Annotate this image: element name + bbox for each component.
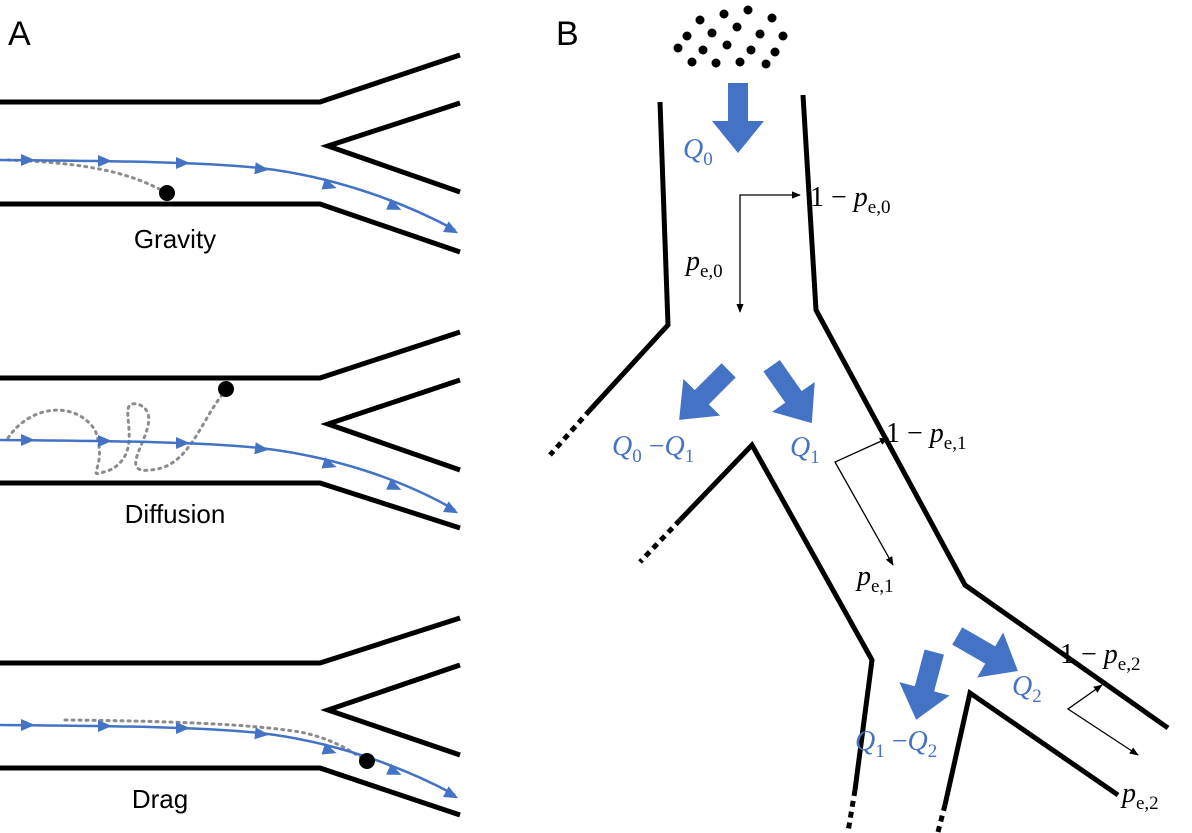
streamline [0, 438, 456, 512]
flow-arrow-q0-minus-q1 [679, 363, 736, 420]
label-q2: Q2 [1012, 671, 1042, 707]
label-pe1: pe,1 [855, 561, 894, 597]
label-q1-minus-q2: Q1 −Q2 [855, 726, 937, 762]
drag-panel: Drag [0, 615, 461, 818]
particle [218, 381, 234, 397]
flow-arrow-q0 [712, 83, 764, 153]
split-arrow-1 [834, 437, 894, 566]
label-q0-minus-q1: Q0 −Q1 [612, 431, 694, 467]
branch-wall-inner [678, 440, 875, 791]
label-one-minus-pe1: 1 − pe,1 [886, 418, 966, 454]
airway-wall-lower [0, 201, 461, 255]
flow-arrow-q1 [763, 360, 815, 424]
label-pe2: pe,2 [1120, 778, 1159, 814]
airway-continuation [548, 408, 592, 457]
mechanism-label-diffusion: Diffusion [125, 499, 226, 529]
airway-wall-upper [0, 52, 461, 105]
airway-carina [320, 662, 461, 758]
mechanism-label-drag: Drag [132, 784, 188, 814]
panel-b-label: B [556, 15, 579, 53]
flow-arrow-q1-minus-q2 [899, 649, 950, 720]
mechanism-label-gravity: Gravity [134, 224, 216, 254]
particle-trajectory [6, 388, 228, 476]
airway-wall-upper [0, 329, 461, 381]
airway-wall-lower [0, 480, 461, 531]
streamline [0, 158, 456, 232]
streamline [0, 723, 456, 797]
label-pe0: pe,0 [684, 246, 723, 282]
airway-continuation [935, 804, 948, 833]
label-q0: Q0 [683, 134, 713, 170]
probability-arrows [736, 191, 1139, 756]
probability-labels: 1 − pe,0 pe,0 1 − pe,1 pe,1 1 − pe,2 pe,… [684, 182, 1159, 814]
particle [159, 185, 175, 201]
flow-labels: Q0 Q0 −Q1 Q1 Q1 −Q2 Q2 [612, 134, 1042, 762]
label-one-minus-pe0: 1 − pe,0 [810, 182, 890, 218]
particle-trajectory [63, 718, 370, 764]
split-arrow-0 [736, 191, 801, 313]
label-q1: Q1 [790, 432, 820, 468]
flow-arrow-q2 [952, 627, 1018, 678]
branch-wall-lower [942, 688, 1120, 806]
airway-wall-upper [0, 615, 461, 666]
flow-arrows [679, 83, 1018, 720]
diffusion-panel: Diffusion [0, 329, 461, 531]
label-one-minus-pe2: 1 − pe,2 [1060, 639, 1140, 675]
trachea-wall-left [588, 101, 671, 412]
particle-trajectory [6, 158, 167, 194]
airway-carina [320, 100, 461, 195]
particle [359, 753, 375, 769]
airway-wall-lower [0, 765, 461, 818]
airway-carina [320, 377, 461, 473]
airway-continuation [845, 789, 858, 833]
split-arrow-2 [1066, 684, 1139, 756]
gravity-panel: Gravity [0, 52, 461, 255]
panel-a-label: A [8, 15, 31, 53]
airway-continuation [638, 518, 682, 564]
particle-cloud [673, 5, 788, 69]
